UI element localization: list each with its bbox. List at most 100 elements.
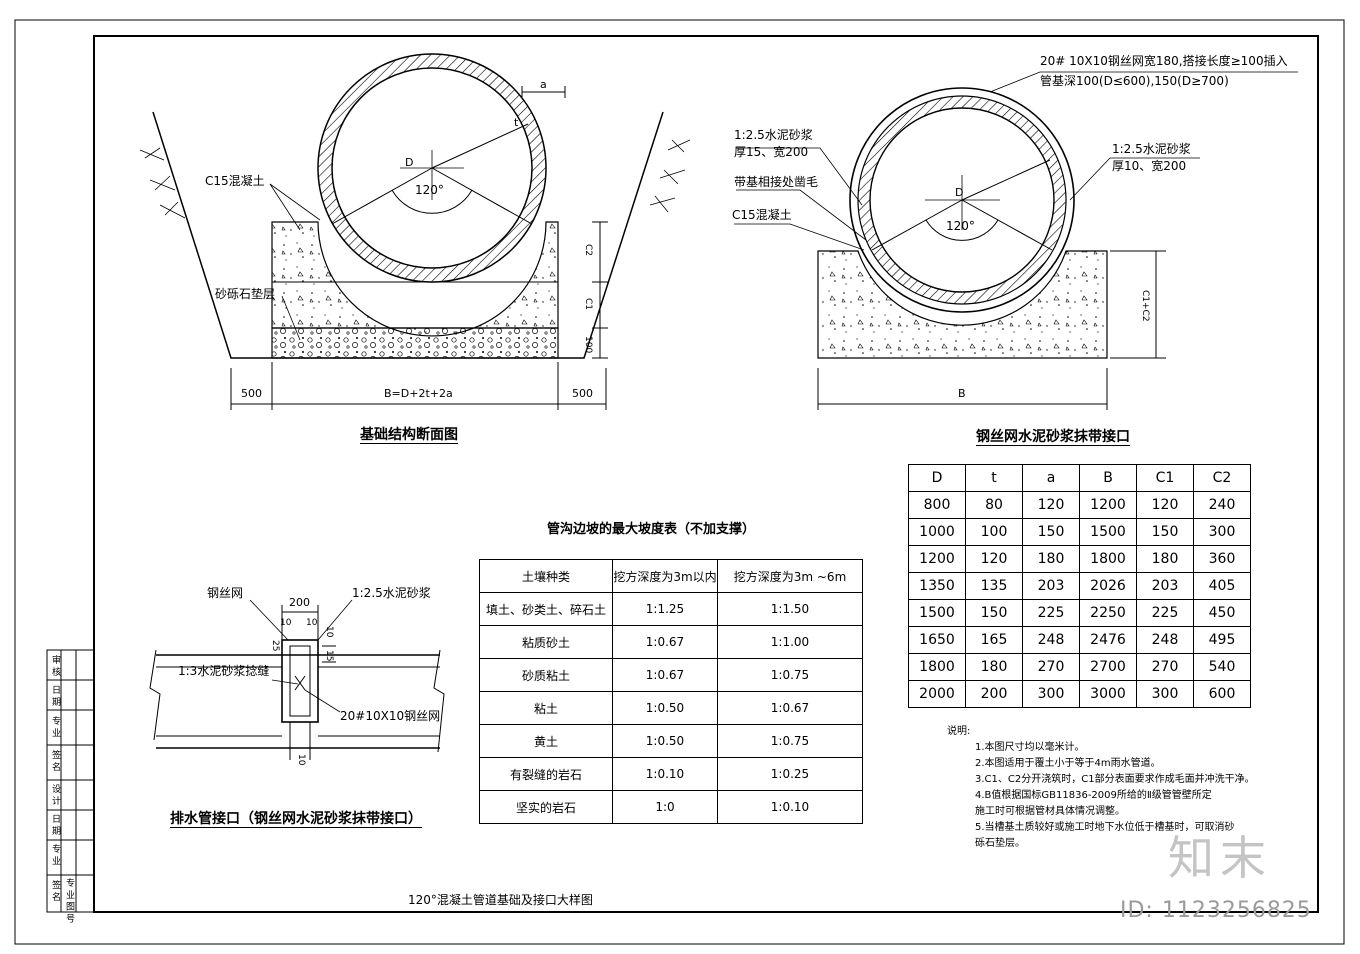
table-cell: 填土、砂类土、碎石土 — [479, 592, 613, 626]
note-item: 4.B值根据国标GB11836-2009所给的Ⅱ级管管壁所定 — [975, 790, 1212, 801]
table-header-cell: B — [1079, 464, 1137, 492]
table-cell: 砂质粘土 — [479, 658, 613, 692]
table-cell: 3000 — [1079, 680, 1137, 708]
sign-label: 专 业 图 号 — [64, 878, 74, 923]
s1-dim-t: t — [514, 116, 519, 129]
table-cell: 540 — [1193, 653, 1251, 681]
table-cell: 405 — [1193, 572, 1251, 600]
table-cell: 300 — [1022, 680, 1080, 708]
table-cell: 1:0.10 — [612, 757, 718, 791]
table-cell: 120 — [965, 545, 1023, 573]
table-cell: 有裂缝的岩石 — [479, 757, 613, 791]
table-cell: 225 — [1136, 599, 1194, 627]
table-header-cell: 挖方深度为3m ~6m — [717, 559, 863, 593]
table-cell: 1:0.50 — [612, 724, 718, 758]
table-cell: 2026 — [1079, 572, 1137, 600]
note-item: 2.本图适用于覆土小于等于4m雨水管道。 — [975, 758, 1161, 769]
table-cell: 1:1.00 — [717, 625, 863, 659]
sign-label: 签 名 — [50, 880, 60, 901]
table-cell: 1:0.67 — [612, 658, 718, 692]
sign-block — [46, 649, 95, 913]
section2-title: 钢丝网水泥砂浆抹带接口 — [976, 429, 1130, 445]
table-cell: 1:0.25 — [717, 757, 863, 791]
table-cell: 1:0.75 — [717, 724, 863, 758]
table-cell: 1800 — [1079, 545, 1137, 573]
table-cell: 2700 — [1079, 653, 1137, 681]
table-cell: 360 — [1193, 545, 1251, 573]
sign-label: 审 核 — [50, 655, 60, 676]
table-header-cell: a — [1022, 464, 1080, 492]
s1-dim-D: D — [405, 156, 414, 169]
joint-dim-25: 25 — [270, 640, 280, 652]
watermark-logo: 知末 — [1168, 831, 1272, 885]
watermark-id: ID: 1123256825 — [1120, 898, 1312, 923]
table-cell: 1000 — [908, 518, 966, 546]
table-cell: 坚实的岩石 — [479, 790, 613, 824]
sign-label: 设 计 — [50, 784, 60, 805]
table-header-cell: C1 — [1136, 464, 1194, 492]
sign-label: 日 期 — [50, 685, 60, 706]
s1-dim-C1: C1 — [583, 298, 593, 311]
note-item: 5.当槽基土质较好或施工时地下水位低于槽基时，可取消砂 — [975, 822, 1235, 833]
table-cell: 150 — [1022, 518, 1080, 546]
joint-dim-10a: 10 — [280, 618, 292, 628]
table-cell: 80 — [965, 491, 1023, 519]
sign-label: 专 业 — [50, 844, 60, 865]
table-cell: 1:0.75 — [717, 658, 863, 692]
s2-dim-D: D — [955, 186, 964, 199]
table-cell: 粘土 — [479, 691, 613, 725]
table-cell: 1:0.67 — [612, 625, 718, 659]
joint-detail-title: 排水管接口（钢丝网水泥砂浆抹带接口） — [170, 811, 422, 827]
table-cell: 600 — [1193, 680, 1251, 708]
s2-roughen-label: 带基相接处凿毛 — [734, 175, 819, 189]
table-header-cell: 挖方深度为3m以内 — [612, 559, 718, 593]
table-header-cell: t — [965, 464, 1023, 492]
sign-label: 专 业 — [50, 716, 60, 737]
note-item: 砾石垫层。 — [975, 838, 1025, 849]
joint-dim-10c: 10 — [324, 626, 334, 638]
table-cell: 1:0.10 — [717, 790, 863, 824]
table-cell: 495 — [1193, 626, 1251, 654]
pipe-joint-detail — [149, 599, 445, 760]
table-cell: 1800 — [908, 653, 966, 681]
table-cell: 1:1.25 — [612, 592, 718, 626]
table-cell: 1:0.67 — [717, 691, 863, 725]
joint-mesh-label: 钢丝网 — [207, 586, 244, 600]
table-cell: 203 — [1022, 572, 1080, 600]
joint-dim-200: 200 — [289, 596, 310, 609]
table-header-row: 土壤种类 挖方深度为3m以内 挖方深度为3m ~6m — [479, 559, 863, 593]
s1-dim-a: a — [540, 78, 547, 91]
table-cell: 150 — [1136, 518, 1194, 546]
inner-border — [93, 35, 1319, 913]
s2-mortar-right-2: 厚10、宽200 — [1112, 159, 1187, 173]
table-cell: 150 — [965, 599, 1023, 627]
section2-joint — [734, 71, 1298, 410]
table-cell: 1:0 — [612, 790, 718, 824]
table-cell: 450 — [1193, 599, 1251, 627]
notes-heading: 说明: — [947, 726, 971, 737]
s2-mesh-label-2: 管基深100(D≤600),150(D≥700) — [1040, 74, 1229, 88]
joint-fill-label: 1:3水泥砂浆捻缝 — [178, 664, 270, 678]
table-cell: 248 — [1136, 626, 1194, 654]
joint-mortar-label: 1:2.5水泥砂浆 — [352, 586, 431, 600]
table-cell: 180 — [1022, 545, 1080, 573]
table-cell: 800 — [908, 491, 966, 519]
s2-angle: 120° — [946, 219, 975, 233]
note-item: 3.C1、C2分开浇筑时，C1部分表面要求作成毛面并冲洗干净。 — [975, 774, 1255, 785]
table-cell: 1:1.50 — [717, 592, 863, 626]
s2-mortar-left-1: 1:2.5水泥砂浆 — [734, 128, 813, 142]
table-header-row: D t a B C1 C2 — [908, 464, 1251, 492]
